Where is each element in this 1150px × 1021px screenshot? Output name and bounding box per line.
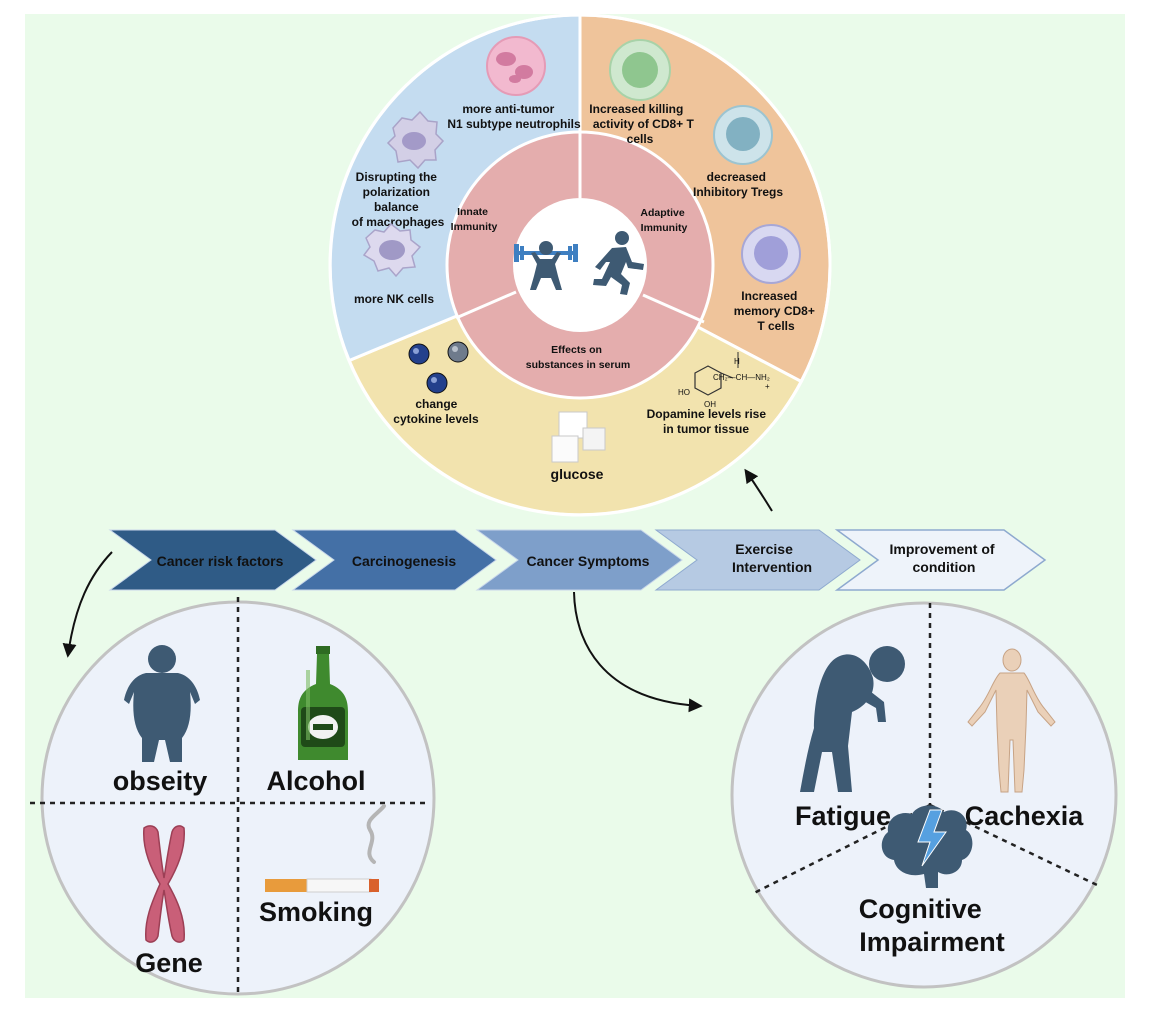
alcohol-label: Alcohol bbox=[267, 766, 366, 796]
dopamine-formula: HO OH H CH₂—CH—NH₂ + bbox=[678, 352, 770, 409]
svg-text:OH: OH bbox=[704, 400, 716, 409]
dopamine-label: Dopamine levels rise in tumor tissue bbox=[647, 407, 770, 436]
cognitive-impairment-label: Cognitive Impairment bbox=[859, 894, 1005, 957]
svg-text:+: + bbox=[765, 382, 770, 391]
cytokine-icon bbox=[408, 341, 469, 394]
cd8-killing-label: Increased killing activity of CD8+ T cel… bbox=[589, 102, 697, 146]
chevron-risk-factors bbox=[108, 529, 317, 591]
chromosome-icon bbox=[143, 825, 185, 943]
chevron-carcinogenesis bbox=[291, 529, 497, 591]
smoking-label: Smoking bbox=[259, 897, 373, 927]
alcohol-bottle-icon bbox=[298, 646, 348, 760]
svg-text:HO: HO bbox=[678, 388, 690, 397]
fatigue-label: Fatigue bbox=[795, 801, 891, 831]
glucose-cubes-icon bbox=[551, 411, 606, 463]
cachexia-label: Cachexia bbox=[965, 801, 1085, 831]
chevron-symptoms-label: Cancer Symptoms bbox=[527, 553, 650, 569]
cachexia-body-icon bbox=[967, 648, 1056, 793]
obesity-label: obseity bbox=[113, 766, 208, 796]
chevron-risk-factors-label: Cancer risk factors bbox=[157, 553, 284, 569]
chevron-exercise bbox=[654, 529, 861, 591]
brain-lightning-icon bbox=[881, 805, 973, 888]
nk-cells-label: more NK cells bbox=[354, 292, 434, 306]
cd8-cell-icon bbox=[609, 39, 671, 101]
arrow-to-wheel bbox=[744, 468, 773, 512]
neutrophil-icon bbox=[486, 36, 546, 96]
obesity-icon bbox=[124, 645, 200, 762]
risk-factors-circle: obseity Alcohol Gene Smoking bbox=[30, 597, 436, 996]
glucose-label: glucose bbox=[551, 466, 604, 482]
cigarette-icon bbox=[265, 804, 386, 893]
chevron-improvement bbox=[834, 529, 1047, 591]
process-chevrons: Cancer risk factors Carcinogenesis Cance… bbox=[108, 529, 1047, 591]
serum-effects-label: Effects on substances in serum bbox=[526, 344, 630, 371]
cytokine-label: change cytokine levels bbox=[393, 397, 479, 426]
memory-cd8-label: Increased memory CD8+ T cells bbox=[734, 289, 818, 333]
chevron-exercise-label: Exercise Intervention bbox=[732, 541, 812, 575]
treg-cell-icon bbox=[713, 105, 773, 165]
macrophage-icon bbox=[386, 110, 445, 170]
weightlifter-icon bbox=[514, 241, 578, 290]
arrow-to-symptoms bbox=[573, 591, 703, 713]
center-circle bbox=[513, 198, 647, 332]
tregs-label: decreased Inhibitory Tregs bbox=[693, 170, 783, 199]
gene-label: Gene bbox=[135, 948, 203, 978]
runner-icon bbox=[593, 231, 644, 295]
symptoms-circle: Fatigue Cachexia Cognitive Impairment bbox=[730, 601, 1118, 989]
exercise-wheel: Innate Immunity Adaptive Immunity Effect… bbox=[328, 13, 832, 517]
svg-text:H: H bbox=[734, 357, 740, 366]
memory-cd8-cell-icon bbox=[741, 224, 801, 284]
nk-cell-icon bbox=[362, 222, 422, 278]
wheel-outline bbox=[328, 13, 832, 517]
neutrophils-label: more anti-tumor N1 subtype neutrophils bbox=[447, 102, 581, 131]
adaptive-immunity-label: Adaptive Immunity bbox=[640, 207, 687, 234]
svg-text:CH₂—CH—NH₂: CH₂—CH—NH₂ bbox=[713, 373, 770, 382]
fatigue-icon bbox=[800, 646, 905, 792]
innate-immunity-label: Innate Immunity bbox=[451, 206, 498, 233]
chevron-improvement-label: Improvement of condition bbox=[890, 541, 999, 575]
chevron-carcinogenesis-label: Carcinogenesis bbox=[352, 553, 456, 569]
macrophages-label: Disrupting the polarization balance of m… bbox=[352, 170, 445, 229]
chevron-symptoms bbox=[475, 529, 683, 591]
arrow-to-risk-factors bbox=[62, 551, 113, 658]
